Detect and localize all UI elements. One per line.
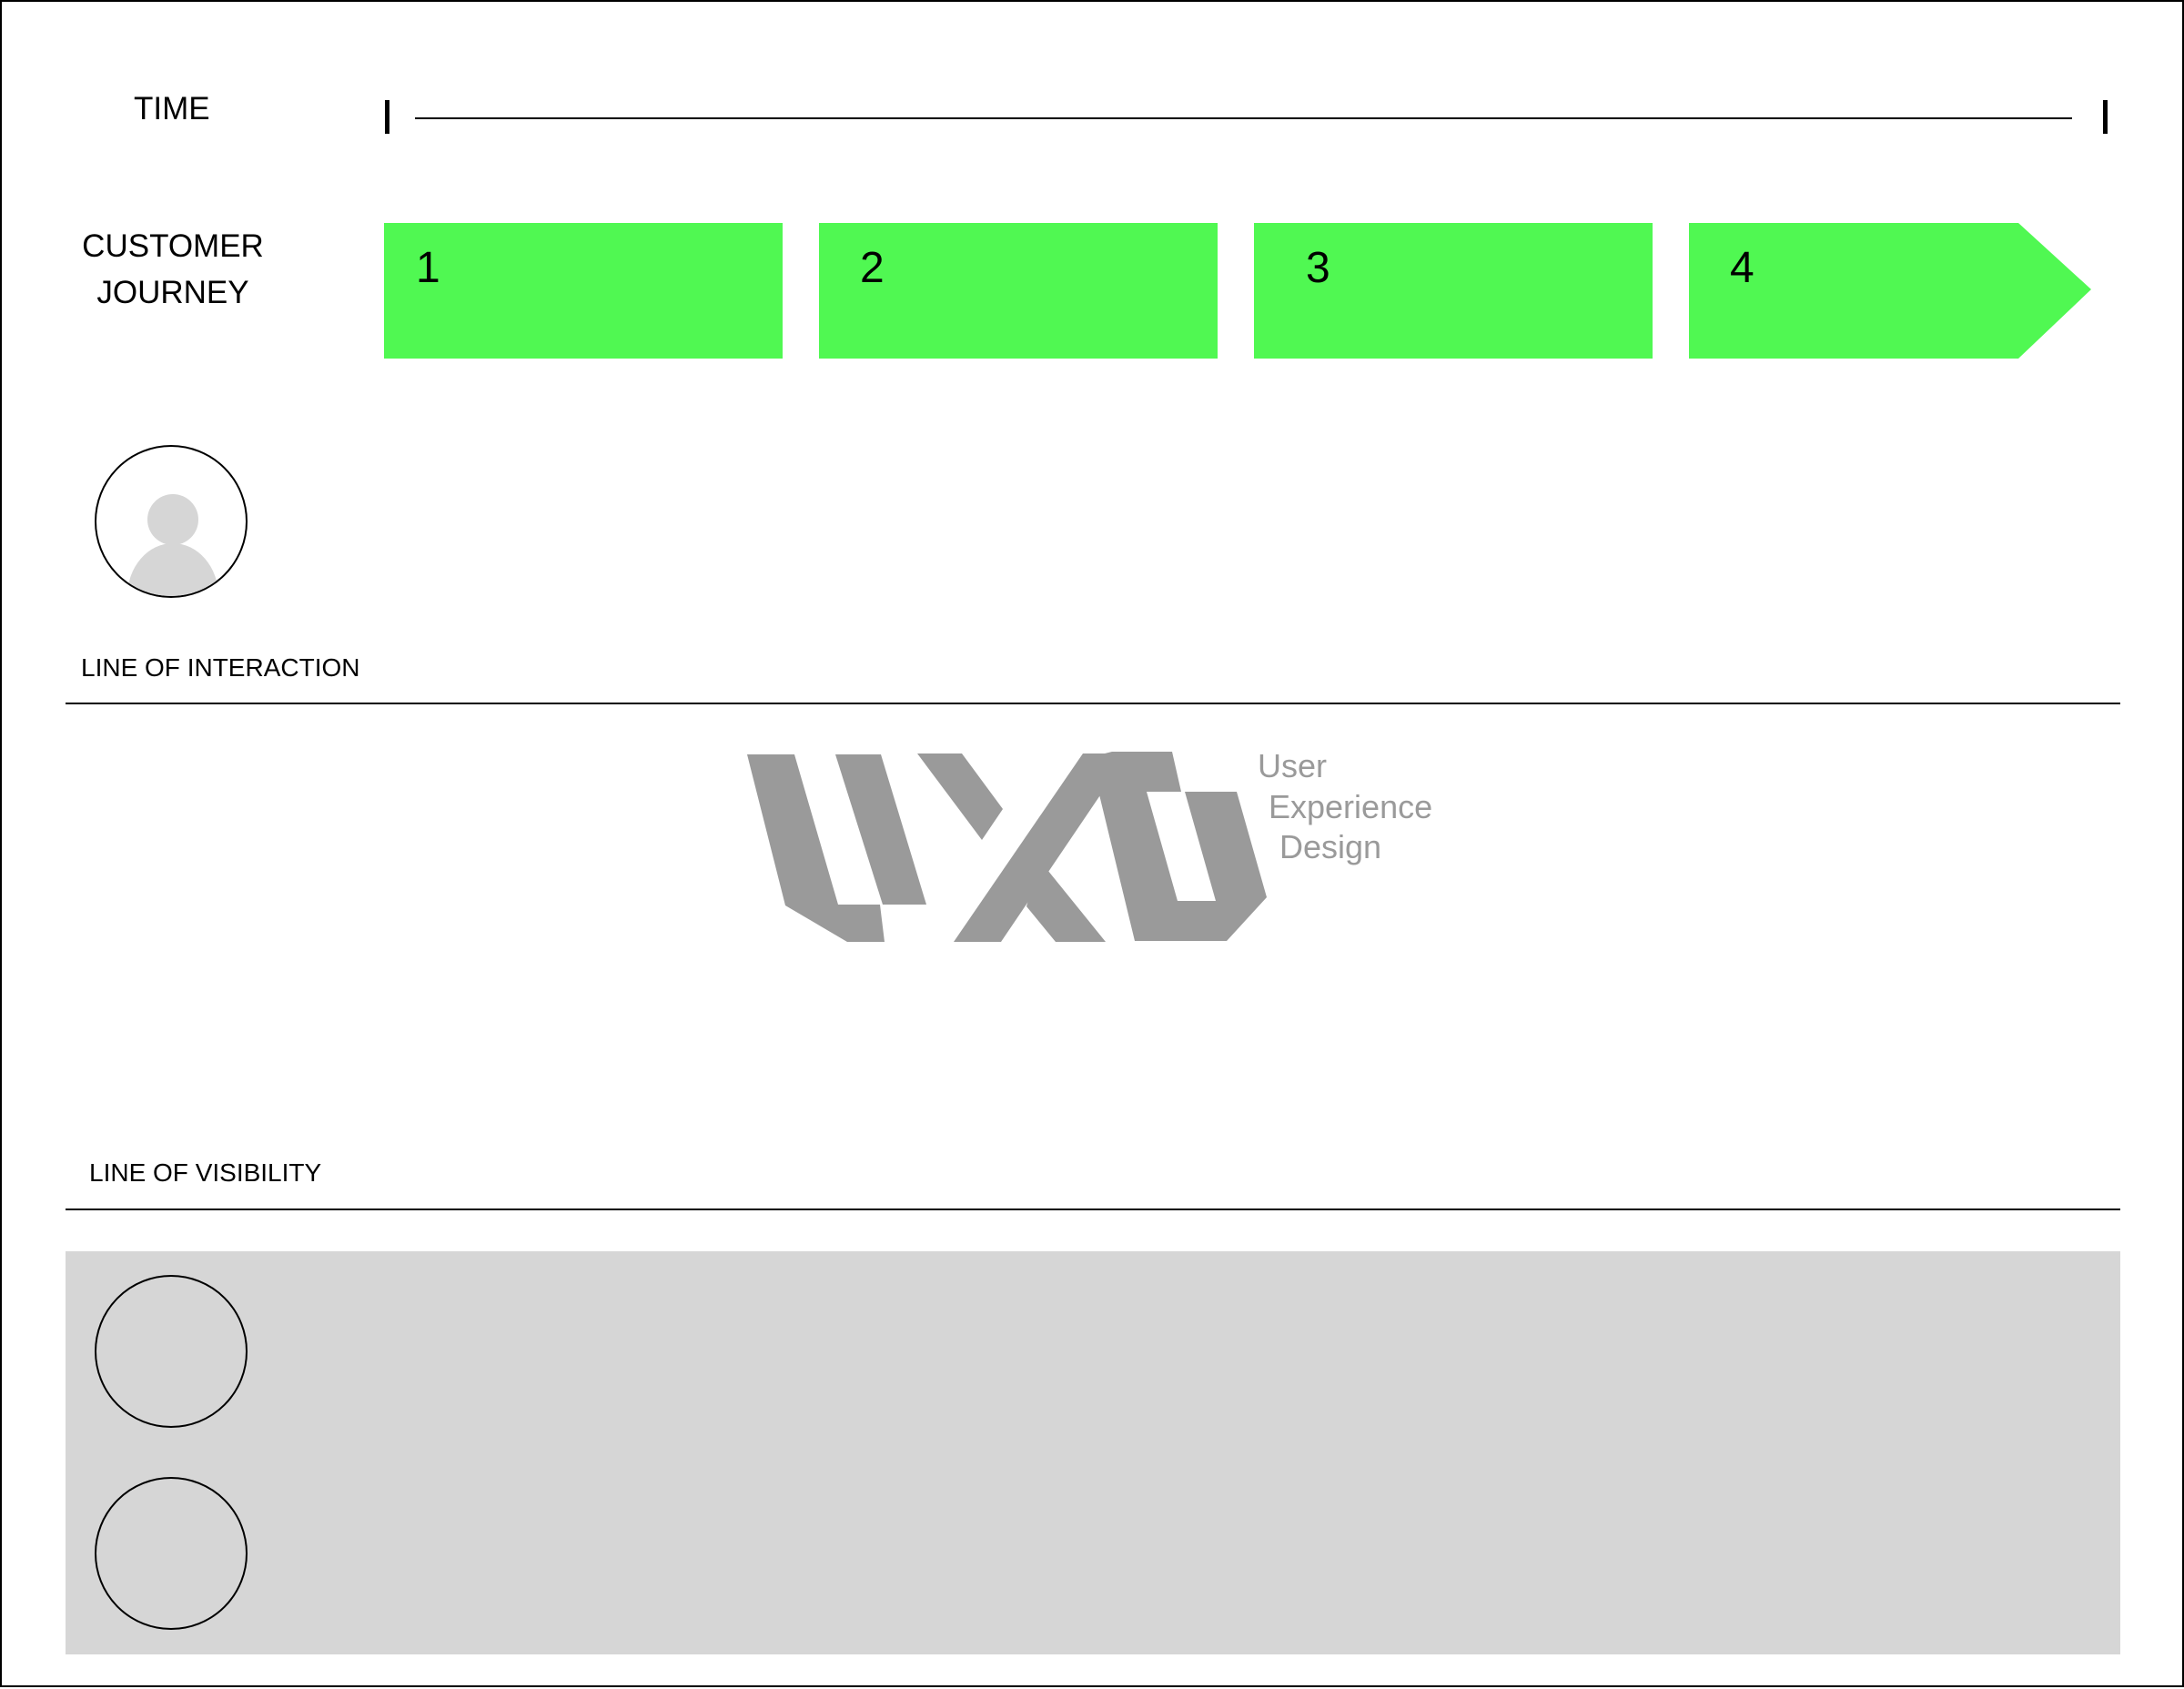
uxd-logo-text-experience: Experience <box>1269 788 1432 825</box>
backstage-area <box>66 1251 2120 1654</box>
journey-step-4[interactable]: 4 <box>1689 223 2091 359</box>
uxd-mark-d <box>1090 752 1267 941</box>
uxd-mark-u-right <box>835 754 926 905</box>
person-avatar-icon <box>127 494 218 596</box>
journey-step-4-number: 4 <box>1730 244 1754 292</box>
line-of-interaction <box>66 703 2120 704</box>
journey-step-2-shape <box>819 223 1218 359</box>
uxd-mark-x-bottom <box>1026 861 1106 942</box>
backstage-role-circle-2 <box>95 1477 248 1630</box>
customer-journey-label: CUSTOMER JOURNEY <box>55 223 291 316</box>
line-of-interaction-label: LINE OF INTERACTION <box>81 653 360 682</box>
journey-step-3[interactable]: 3 <box>1254 223 1653 359</box>
journey-step-1[interactable]: 1 <box>384 223 783 359</box>
customer-journey-label-line1: CUSTOMER <box>82 228 264 264</box>
uxd-logo-mark <box>747 752 1267 942</box>
journey-step-2-number: 2 <box>860 244 885 292</box>
customer-journey-label-line2: JOURNEY <box>96 275 249 310</box>
line-of-visibility-label: LINE OF VISIBILITY <box>89 1158 322 1187</box>
journey-step-1-number: 1 <box>416 244 440 292</box>
uxd-mark-u-left <box>747 754 885 942</box>
journey-step-4-arrow-shape <box>1689 223 2091 359</box>
journey-step-2[interactable]: 2 <box>819 223 1218 359</box>
line-of-visibility <box>66 1209 2120 1210</box>
journey-step-3-shape <box>1254 223 1653 359</box>
uxd-mark-x-stroke <box>954 753 1128 942</box>
customer-avatar <box>95 445 248 598</box>
uxd-logo-text-user: User <box>1258 747 1327 784</box>
journey-step-1-shape <box>384 223 783 359</box>
uxd-logo: User Experience Design <box>747 747 1432 942</box>
time-label: TIME <box>134 91 210 126</box>
uxd-logo-text-design: Design <box>1279 828 1381 865</box>
timeline-end-tick <box>2103 100 2108 134</box>
timeline <box>385 100 2108 134</box>
timeline-start-tick <box>385 100 389 134</box>
journey-step-3-number: 3 <box>1306 244 1330 292</box>
customer-journey-steps: 1 2 3 4 <box>384 223 2091 359</box>
backstage-role-circle-1 <box>95 1275 248 1428</box>
uxd-mark-x-top <box>917 753 1003 840</box>
